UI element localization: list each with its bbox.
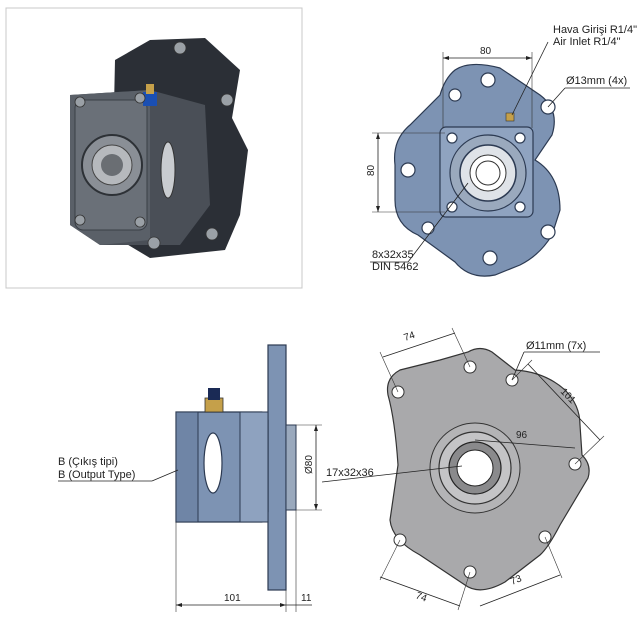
- air-inlet-label-tr: Hava Girişi R1/4": [553, 24, 637, 36]
- flange-spline-label: 17x32x36: [326, 467, 374, 479]
- front-dim-height: 80: [366, 164, 377, 176]
- output-type-label-tr: B (Çıkış tipi): [58, 456, 118, 468]
- side-dim-flange: 11: [301, 593, 312, 604]
- front-hole-callout: Ø13mm (4x): [566, 75, 627, 87]
- flange-view: Ø11mm (7x) 74 101 96 17x32x36 74 73: [321, 327, 605, 611]
- front-view: 80 80 Hava Girişi R1/4" Air Inlet R1/4" …: [366, 24, 637, 277]
- front-spline-line1: 8x32x35: [372, 249, 414, 261]
- flange-dim-top: 74: [403, 330, 417, 344]
- side-dim-length: 101: [224, 593, 241, 604]
- front-dim-width: 80: [480, 46, 492, 57]
- air-inlet-label-en: Air Inlet R1/4": [553, 36, 621, 48]
- side-dim-pilot: Ø80: [304, 455, 315, 474]
- front-spline-line2: DIN 5462: [372, 261, 418, 273]
- flange-dim-bottom-right: 73: [509, 573, 524, 588]
- flange-hole-callout: Ø11mm (7x): [526, 340, 586, 352]
- flange-dim-center: 96: [516, 430, 528, 441]
- render-panel: [5, 7, 303, 289]
- flange-dim-bottom-left: 74: [414, 590, 429, 604]
- side-view: B (Çıkış tipi) B (Output Type) Ø80 101 1…: [58, 344, 322, 612]
- output-type-label-en: B (Output Type): [58, 469, 135, 481]
